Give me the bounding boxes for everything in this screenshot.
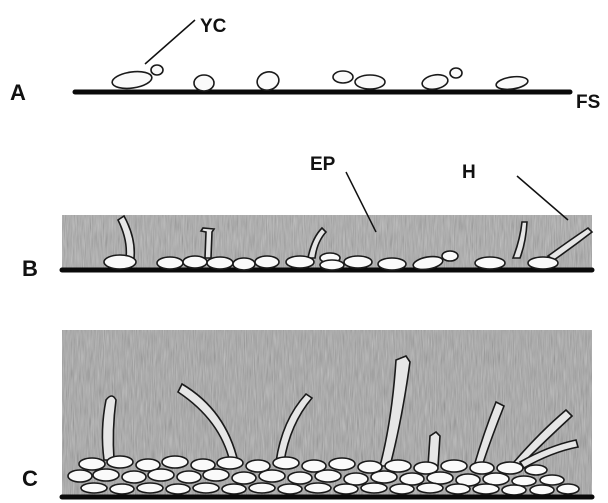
yeast-cell <box>148 469 174 481</box>
yeast-cell <box>540 475 564 485</box>
yeast-cell <box>315 470 341 482</box>
yeast-cell <box>93 469 119 481</box>
yeast-cell <box>329 458 355 470</box>
yeast-cell <box>557 484 579 494</box>
yeast-cell <box>68 470 92 482</box>
yeast-cell <box>528 257 558 269</box>
yeast-cell <box>249 483 275 493</box>
yeast-cell <box>344 473 368 485</box>
panel-c: C <box>22 330 592 497</box>
yeast-cell <box>278 484 302 494</box>
yeast-cell <box>151 65 163 75</box>
yeast-cell <box>470 462 494 474</box>
ep-label: EP <box>310 154 336 175</box>
yeast-cell <box>427 472 453 484</box>
yeast-cell <box>502 485 526 495</box>
yeast-cell <box>166 484 190 494</box>
yeast-cell <box>232 472 256 484</box>
yeast-cell <box>259 470 285 482</box>
yeast-cell <box>194 75 214 91</box>
yeast-cell <box>473 484 499 494</box>
yeast-cell <box>320 260 344 270</box>
yeast-cells-a <box>111 65 529 93</box>
yeast-cell <box>417 483 443 493</box>
yeast-cell <box>344 256 372 268</box>
yeast-cell <box>110 484 134 494</box>
yeast-cell <box>385 460 411 472</box>
yeast-cell <box>222 484 246 494</box>
yeast-cell <box>162 456 188 468</box>
yc-label: YC <box>200 16 227 37</box>
yeast-cell <box>104 255 136 269</box>
yeast-cell <box>390 484 414 494</box>
yeast-cell <box>378 258 406 270</box>
yeast-cell <box>81 483 107 493</box>
yeast-cell <box>450 68 462 78</box>
yeast-cell <box>497 462 523 474</box>
yeast-cell <box>107 456 133 468</box>
yeast-cell <box>177 471 201 483</box>
panel-a-label: A <box>10 80 26 105</box>
h-label: H <box>462 162 476 183</box>
yeast-cell <box>183 256 207 268</box>
hypha <box>102 396 116 460</box>
yeast-cell <box>441 460 467 472</box>
panel-b: B EP H <box>22 154 592 281</box>
yeast-cell <box>193 483 219 493</box>
yc-leader-line <box>145 20 195 64</box>
yeast-cell <box>273 457 299 469</box>
yeast-cell <box>122 471 146 483</box>
panel-b-label: B <box>22 256 38 281</box>
yeast-cell <box>286 256 314 268</box>
yeast-cell <box>446 484 470 494</box>
yeast-cell <box>400 473 424 485</box>
yeast-cell <box>334 484 358 494</box>
yeast-cell <box>421 73 449 91</box>
yeast-cell <box>483 473 509 485</box>
panel-a: A YC FS <box>10 16 600 113</box>
yeast-cell <box>442 251 458 261</box>
yeast-cell <box>157 257 183 269</box>
yeast-cell <box>137 483 163 493</box>
panel-c-label: C <box>22 466 38 491</box>
yeast-cell <box>203 469 229 481</box>
yeast-cell <box>79 458 105 470</box>
yeast-cell <box>255 256 279 268</box>
yeast-cell <box>371 471 397 483</box>
h-leader-line <box>517 176 568 220</box>
yeast-cell <box>475 257 505 269</box>
yeast-cell <box>525 465 547 475</box>
yeast-cell <box>305 483 331 493</box>
yeast-cell <box>495 75 528 91</box>
yeast-cell <box>233 258 255 270</box>
hypha <box>428 432 440 466</box>
yeast-cell <box>530 485 554 495</box>
yeast-cell <box>111 69 153 90</box>
yeast-cell <box>217 457 243 469</box>
yeast-cell <box>207 257 233 269</box>
yeast-cell <box>361 483 387 493</box>
fs-label: FS <box>576 92 600 113</box>
yeast-cell <box>255 69 281 92</box>
yeast-cell <box>355 75 385 89</box>
yeast-cell <box>288 472 312 484</box>
yeast-cell <box>333 71 353 83</box>
